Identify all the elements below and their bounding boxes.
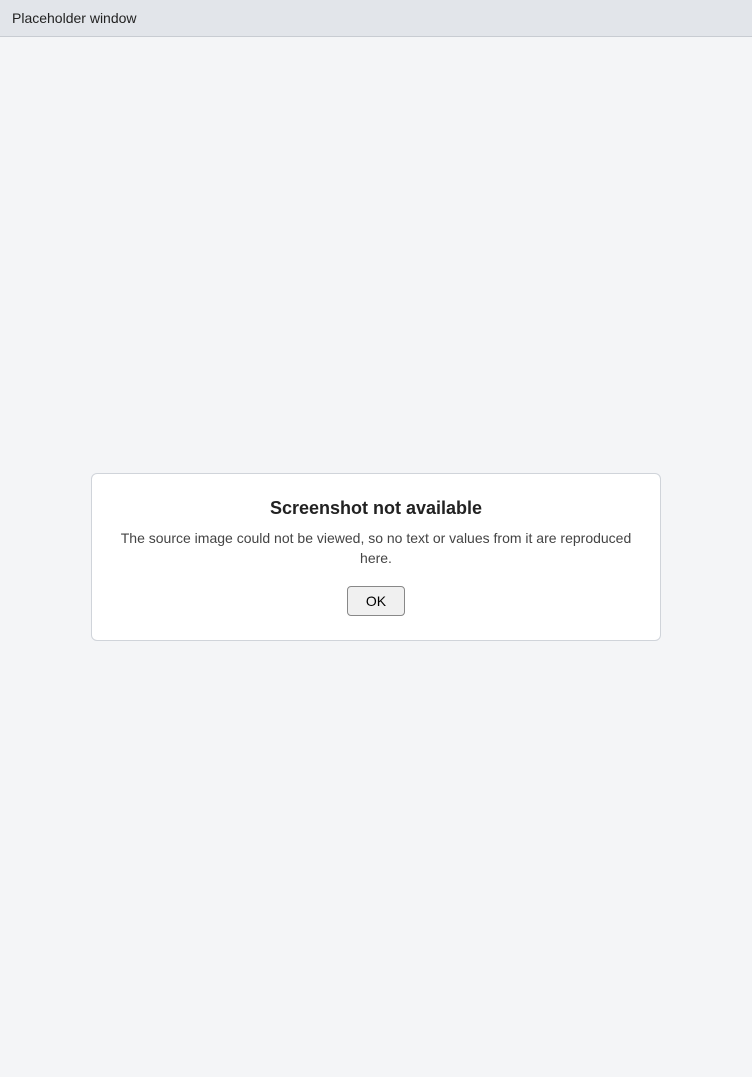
ok-button[interactable]: OK	[346, 586, 406, 617]
panel-heading: Screenshot not available	[269, 497, 483, 518]
window-title: Placeholder window	[12, 10, 137, 26]
placeholder-panel: Screenshot not available The source imag…	[91, 472, 661, 642]
panel-body: The source image could not be viewed, so…	[120, 529, 632, 566]
title-bar: Placeholder window	[0, 0, 752, 37]
main-content: Screenshot not available The source imag…	[0, 37, 752, 1077]
